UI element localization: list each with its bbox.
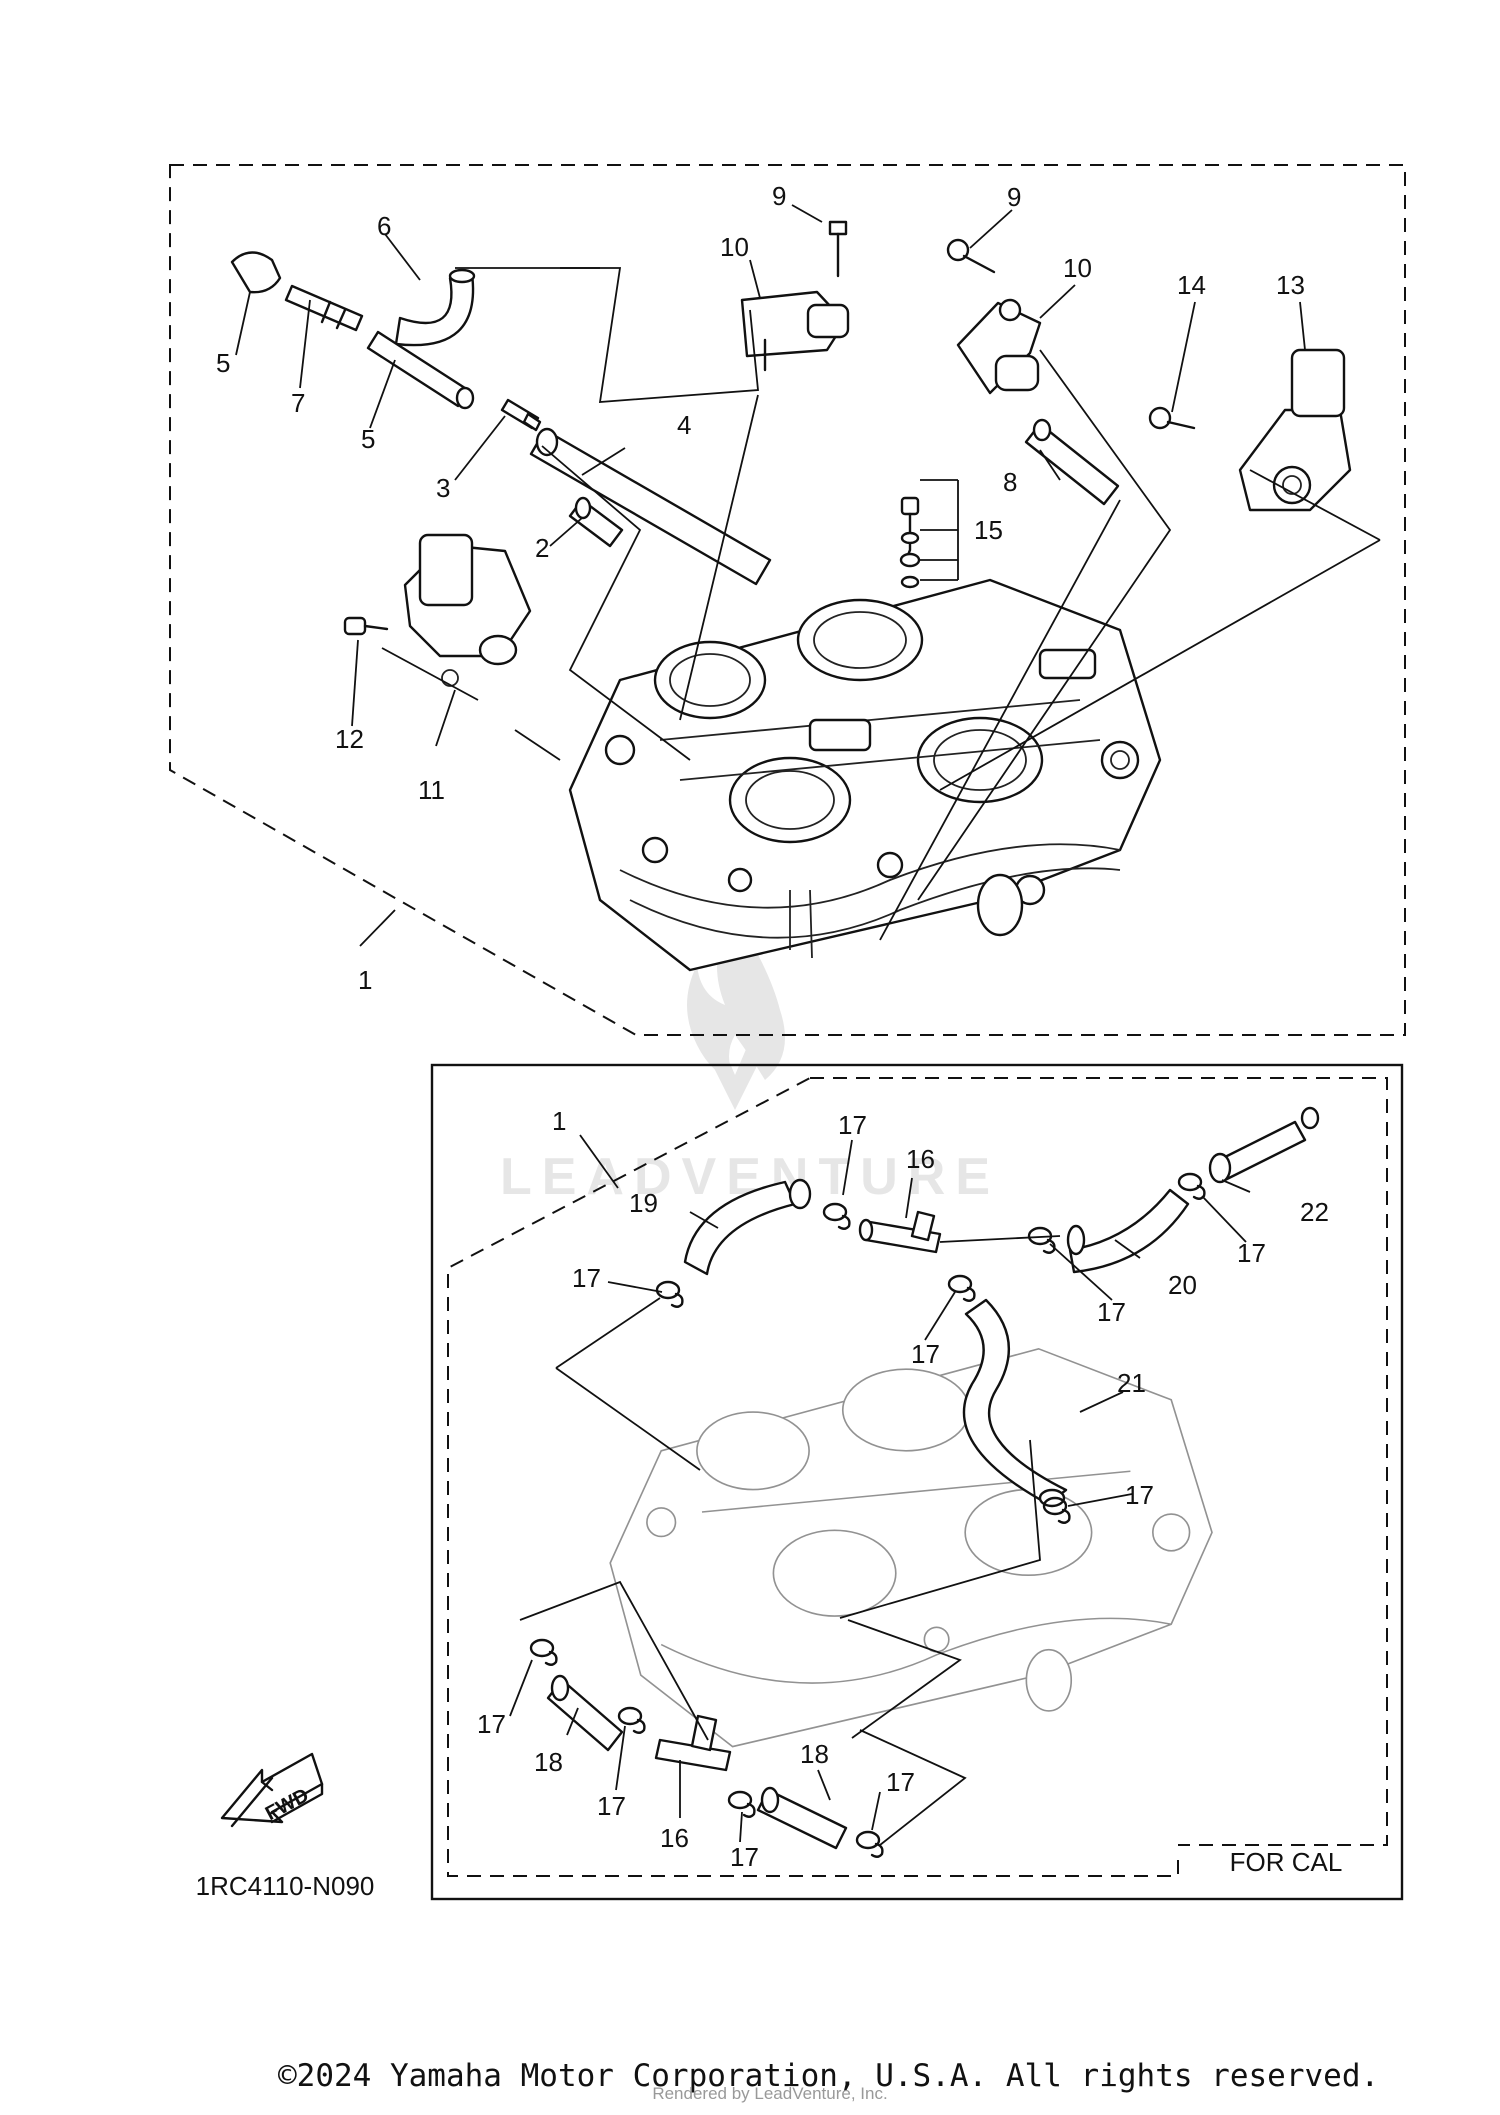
- part-14-screw: [1148, 406, 1196, 430]
- callout-15: 15: [974, 515, 1003, 545]
- assembly-boundary-cal: [447, 1077, 1388, 1877]
- callout-12: 12: [335, 724, 364, 754]
- fwd-arrow: FWD: [220, 1752, 324, 1828]
- callout-cal-22: 22: [1300, 1197, 1329, 1227]
- callout-cal-17-a: 17: [838, 1110, 867, 1140]
- part-19-hose: [683, 1178, 812, 1276]
- part-7-fitting: [284, 284, 364, 332]
- callout-2: 2: [535, 533, 549, 563]
- callout-cal-19: 19: [629, 1188, 658, 1218]
- callout-6: 6: [377, 211, 391, 241]
- part-12-screw: [343, 616, 389, 636]
- part-5-hose: [366, 330, 475, 410]
- callout-cal-21: 21: [1117, 1368, 1146, 1398]
- part-20-elbow-hose: [1066, 1188, 1190, 1274]
- callout-cal-18-left: 18: [534, 1747, 563, 1777]
- callout-cal-17-g: 17: [477, 1709, 506, 1739]
- callout-3: 3: [436, 473, 450, 503]
- callout-5-cap: 5: [216, 348, 230, 378]
- callout-1: 1: [358, 965, 372, 995]
- part-10-sensor-right: [956, 298, 1042, 395]
- part-9-bolt-right: [946, 238, 996, 274]
- callout-14: 14: [1177, 270, 1206, 300]
- callout-7: 7: [291, 388, 305, 418]
- callout-5-hose: 5: [361, 424, 375, 454]
- callout-cal-17-f: 17: [1125, 1480, 1154, 1510]
- rendered-by-notice: Rendered by LeadVenture, Inc.: [652, 2084, 888, 2103]
- callout-cal-17-e: 17: [1237, 1238, 1266, 1268]
- callouts-cal: 1 16 16 17 17 17 17 17 17 17 17 17 17 18…: [477, 1106, 1329, 1872]
- part-11-map-sensor: [403, 533, 532, 687]
- part-22-connector: [1208, 1106, 1320, 1184]
- callout-cal-17-i: 17: [730, 1842, 759, 1872]
- part-15-valve-set: [899, 496, 921, 589]
- part-10-sensor-left: [740, 290, 850, 372]
- part-8-hose: [1024, 418, 1120, 506]
- callout-cal-20: 20: [1168, 1270, 1197, 1300]
- assembly-boundary-main: [169, 164, 1406, 1036]
- for-cal-frame: [430, 1063, 1404, 1901]
- part-13-tps-sensor: [1238, 348, 1352, 512]
- part-18-hose-right: [756, 1786, 848, 1850]
- throttle-body-main: [568, 578, 1162, 972]
- callout-cal-17-c: 17: [911, 1339, 940, 1369]
- leader-lines-main: [235, 204, 1381, 947]
- callout-cal-18-right: 18: [800, 1739, 829, 1769]
- callout-11: 11: [418, 775, 445, 805]
- throttle-body-cal: [609, 1347, 1213, 1748]
- callout-cal-17-h: 17: [597, 1791, 626, 1821]
- callout-cal-17-d: 17: [1097, 1297, 1126, 1327]
- part-3-connector: [500, 398, 542, 432]
- part-5-cap: [230, 251, 282, 294]
- drawing-code: 1RC4110-N090: [196, 1871, 375, 1901]
- callout-cal-1: 1: [552, 1106, 566, 1136]
- callouts-main: 1 2 3 4 5 5 6 7 8 9 9 10 10 11 12 13 14 …: [216, 181, 1305, 995]
- callout-10-right: 10: [1063, 253, 1092, 283]
- callout-cal-16-lower: 16: [660, 1823, 689, 1853]
- part-2-short-hose: [568, 496, 624, 548]
- copyright-notice: ©2024 Yamaha Motor Corporation, U.S.A. A…: [278, 2058, 1380, 2094]
- part-4-long-hose: [529, 427, 772, 586]
- callout-8: 8: [1003, 467, 1017, 497]
- part-18-hose-left: [546, 1674, 624, 1752]
- callout-9-left: 9: [772, 181, 786, 211]
- callout-4: 4: [677, 410, 691, 440]
- leader-lines-cal: [509, 1134, 1251, 1846]
- callout-9-right: 9: [1007, 182, 1021, 212]
- part-16-tee-upper: [858, 1210, 942, 1254]
- callout-13: 13: [1276, 270, 1305, 300]
- part-6-elbow-hose: [394, 268, 476, 347]
- callout-cal-17-j: 17: [886, 1767, 915, 1797]
- part-9-bolt-left: [828, 220, 848, 278]
- callout-cal-17-b: 17: [572, 1263, 601, 1293]
- for-cal-label: FOR CAL: [1230, 1847, 1343, 1877]
- callout-cal-16-upper: 16: [906, 1144, 935, 1174]
- callout-10-left: 10: [720, 232, 749, 262]
